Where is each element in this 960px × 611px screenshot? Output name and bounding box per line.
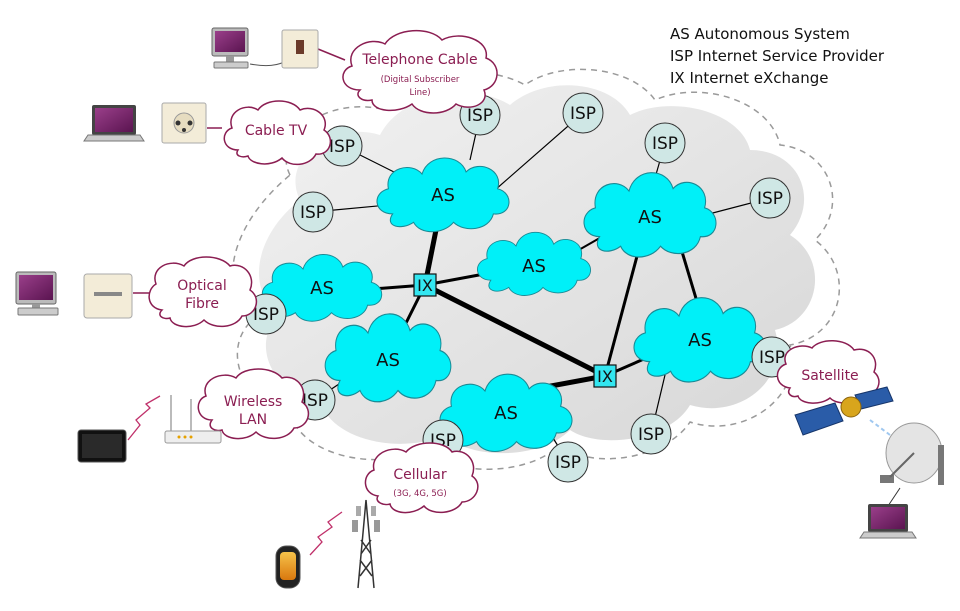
desktop-computer-icon: [15, 271, 59, 316]
svg-text:ISP: ISP: [652, 134, 678, 154]
isp-node: ISP: [292, 191, 334, 233]
laptop-icon: [859, 504, 917, 539]
as-node: AS: [439, 373, 573, 453]
cable-tv-label: Cable TV: [245, 123, 308, 139]
callout-cellular: Cellular (3G, 4G, 5G): [364, 442, 479, 514]
as-label: AS: [431, 185, 455, 206]
telephone-cable-label: Telephone Cable: [361, 52, 477, 68]
svg-text:ISP: ISP: [253, 305, 279, 325]
wireless-label-2: LAN: [239, 412, 267, 428]
satellite-beam: [869, 419, 911, 451]
wall-socket-icon: [281, 29, 319, 69]
satellite-dish-icon: [880, 422, 944, 485]
isp-node: ISP: [562, 92, 604, 134]
satellite-icon: [794, 386, 894, 436]
as-label: AS: [688, 330, 712, 351]
legend-ix: IX Internet eXchange: [670, 69, 829, 87]
as-label: AS: [494, 403, 518, 424]
as-label: AS: [376, 350, 400, 371]
svg-text:ISP: ISP: [302, 391, 328, 411]
as-label: AS: [522, 256, 546, 277]
telephone-cable-sub-2: Line): [409, 88, 430, 98]
link-ix-as-upper-right: [603, 244, 642, 377]
svg-text:ISP: ISP: [757, 189, 783, 209]
mobile-phone-icon: [275, 545, 301, 589]
isp-node: ISP: [547, 441, 589, 483]
legend: AS Autonomous System ISP Internet Servic…: [670, 25, 885, 87]
tablet-icon: [77, 429, 127, 463]
callout-wireless-lan: Wireless LAN: [197, 368, 310, 440]
optical-label-2: Fibre: [185, 296, 219, 312]
isp-node: ISP: [321, 125, 363, 167]
legend-isp: ISP Internet Service Provider: [670, 47, 885, 65]
callout-optical-fibre: Optical Fibre: [148, 256, 258, 328]
wireless-label-1: Wireless: [224, 394, 283, 410]
as-node: AS: [476, 231, 592, 296]
ix-node: IX: [413, 273, 437, 297]
cellular-label: Cellular: [393, 467, 447, 483]
isp-node: ISP: [630, 413, 672, 455]
svg-text:ISP: ISP: [329, 137, 355, 157]
callout-satellite: Satellite: [776, 340, 880, 404]
cellular-sub: (3G, 4G, 5G): [393, 489, 446, 499]
as-node: AS: [324, 313, 452, 403]
cell-tower-icon: [352, 499, 380, 589]
as-node: AS: [633, 297, 767, 383]
optical-terminal-icon: [83, 273, 133, 319]
link-ix-ix: [423, 282, 607, 379]
laptop-icon: [83, 105, 145, 142]
svg-text:ISP: ISP: [555, 453, 581, 473]
cellular-signal-icon: [309, 511, 343, 556]
desktop-computer-icon: [211, 27, 285, 69]
as-node: AS: [261, 254, 383, 322]
telephone-cable-sub-1: (Digital Subscriber: [381, 75, 460, 85]
svg-text:ISP: ISP: [570, 104, 596, 124]
isp-node: ISP: [644, 122, 686, 164]
ix-node: IX: [593, 364, 617, 388]
svg-text:ISP: ISP: [638, 425, 664, 445]
optical-label-1: Optical: [177, 278, 226, 294]
svg-text:ISP: ISP: [759, 348, 785, 368]
svg-text:ISP: ISP: [467, 106, 493, 126]
ix-label: IX: [417, 276, 433, 295]
as-label: AS: [638, 207, 662, 228]
satellite-label: Satellite: [801, 368, 858, 384]
legend-as: AS Autonomous System: [670, 25, 850, 43]
as-node: AS: [376, 157, 510, 233]
svg-text:ISP: ISP: [300, 203, 326, 223]
wireless-signal-icon: [127, 395, 161, 441]
wall-socket-icon: [161, 102, 207, 144]
callout-cable-tv: Cable TV: [223, 100, 332, 166]
isp-node: ISP: [749, 177, 791, 219]
as-label: AS: [310, 278, 334, 299]
link-as-as-right: [678, 244, 700, 306]
as-node: AS: [583, 172, 717, 258]
ix-label: IX: [597, 367, 613, 386]
wifi-router-icon: [164, 395, 222, 444]
callout-telephone-cable: Telephone Cable (Digital Subscriber Line…: [342, 29, 498, 114]
